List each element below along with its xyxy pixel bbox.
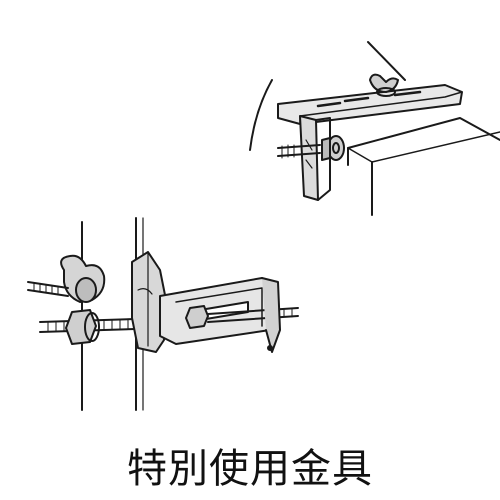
- slotted-plate: [277, 84, 463, 125]
- bolt-head-icon: [185, 305, 209, 329]
- clamp-plate: [299, 115, 319, 201]
- bracket-illustration: [27, 41, 500, 411]
- clamp-shoe: [131, 251, 167, 353]
- bolt: [277, 144, 321, 157]
- caption-title: 特別使用金具: [127, 446, 373, 492]
- table-mount-figure: [249, 41, 500, 216]
- threaded-rod-upper: [27, 281, 69, 297]
- post-mount-figure: [27, 217, 299, 411]
